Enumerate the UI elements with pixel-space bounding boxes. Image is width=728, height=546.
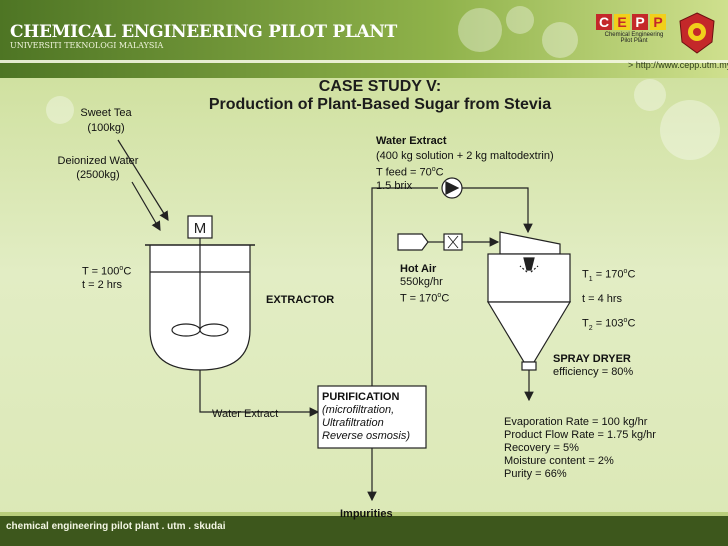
water-extract-line1: (400 kg solution + 2 kg maltodextrin) <box>376 150 554 162</box>
hot-air-temp-value: T = 170 <box>400 292 438 305</box>
water-extract-bottom-label: Water Extract <box>212 408 279 420</box>
footer-text: chemical engineering pilot plant . utm .… <box>6 521 226 532</box>
logo-letter-p1: P <box>632 14 648 30</box>
water-stream <box>131 181 161 232</box>
air-distributor <box>499 231 561 255</box>
hot-air-temp-unit: C <box>441 292 450 305</box>
water-extract-title: Water Extract <box>376 135 447 147</box>
result-purity: Purity = 66% <box>504 468 567 480</box>
water-name: Deionized Water <box>57 155 139 167</box>
degree-symbol: o <box>623 268 628 275</box>
motor-letter: M <box>194 220 207 237</box>
hot-air-flow: 550kg/hr <box>400 276 443 288</box>
t1-subscript: 1 <box>588 275 593 283</box>
water-extract-line2: T feed = 70oC <box>376 163 554 180</box>
water-label: Deionized Water (2500kg) <box>50 155 146 182</box>
water-qty: (2500kg) <box>76 169 120 181</box>
result-product-flow-rate: Product Flow Rate = 1.75 kg/hr <box>504 429 656 441</box>
result-recovery: Recovery = 5% <box>504 442 579 454</box>
header-url[interactable]: > http://www.cepp.utm.my <box>628 60 728 70</box>
sweet-tea-qty: (100kg) <box>87 122 125 134</box>
t2-unit: C <box>627 317 636 330</box>
extractor-temp-value: T = 100 <box>82 265 120 278</box>
purified-extract-stream <box>371 187 438 386</box>
logo-letter-p2: P <box>650 14 666 30</box>
dryer-outlet-valve <box>521 361 537 371</box>
hot-air-title: Hot Air <box>400 263 437 275</box>
org-title: CHEMICAL ENGINEERING PILOT PLANT <box>10 22 397 42</box>
purification-text: PURIFICATION (microfiltration, Ultrafilt… <box>322 391 410 443</box>
logo-letter-e: E <box>614 14 630 30</box>
degree-symbol: o <box>431 166 436 173</box>
t1-symbol: T <box>582 268 589 281</box>
extractor-temp-unit: C <box>123 265 132 278</box>
utm-crest-icon <box>679 12 715 54</box>
org-subtitle: UNIVERSITI TEKNOLOGI MALAYSIA <box>10 41 164 50</box>
extractor-time: t = 2 hrs <box>82 278 123 291</box>
extractor-conditions: T = 100oC t = 2 hrs <box>82 262 131 292</box>
degree-symbol: o <box>623 317 628 324</box>
t1-unit: C <box>627 268 636 281</box>
t1-value: = 170 <box>592 268 624 281</box>
spray-dryer-label: SPRAY DRYER <box>553 353 631 365</box>
water-extract-line3: 1.5 brix <box>376 179 413 192</box>
hot-air-source-icon <box>397 233 429 251</box>
hot-air-info: Hot Air 550kg/hr T = 170oC <box>400 263 449 306</box>
spray-dryer-efficiency: efficiency = 80% <box>553 366 634 378</box>
dryer-time: t = 4 hrs <box>582 293 623 305</box>
degree-symbol: o <box>119 265 124 272</box>
sweet-tea-stream <box>117 139 169 222</box>
results-list: Evaporation Rate = 100 kg/hr Product Flo… <box>504 416 656 481</box>
impeller-left <box>171 323 201 337</box>
purification-box <box>317 385 427 449</box>
purification-title: PURIFICATION <box>322 391 400 403</box>
logo-letter-c: C <box>596 14 612 30</box>
water-extract-info: Water Extract (400 kg solution + 2 kg ma… <box>376 135 554 193</box>
atomizer-nozzle-icon <box>523 257 535 271</box>
extractor-temp: T = 100oC <box>82 262 131 279</box>
feed-temp-value: T feed = 70 <box>376 166 432 179</box>
feed-temp-unit: C <box>435 166 444 179</box>
dryer-t2: T2 = 103oC <box>582 314 635 335</box>
logo-sub2: Pilot Plant <box>620 38 648 44</box>
sweet-tea-label: Sweet Tea (100kg) <box>73 107 139 135</box>
dryer-t1: T1 = 170oC <box>582 265 635 286</box>
t2-value: = 103 <box>592 317 624 330</box>
degree-symbol: o <box>437 292 442 299</box>
cepp-logo: C E P P Chemical Engineering Pilot Plant <box>596 14 672 52</box>
t2-subscript: 2 <box>588 324 593 332</box>
hot-air-temp: T = 170oC <box>400 289 449 306</box>
purification-line2: Ultrafiltration <box>322 417 384 429</box>
sweet-tea-name: Sweet Tea <box>80 107 132 119</box>
impurities-label: Impurities <box>340 508 393 520</box>
pump-to-atomizer <box>462 187 533 234</box>
spray-dryer-info: SPRAY DRYER efficiency = 80% <box>553 353 633 379</box>
logo-sub1: Chemical Engineering <box>604 32 664 38</box>
title-line2: Production of Plant-Based Sugar from Ste… <box>208 96 552 113</box>
extractor-label: EXTRACTOR <box>266 294 335 306</box>
t2-symbol: T <box>582 317 589 330</box>
impeller-right <box>199 323 229 337</box>
result-evaporation-rate: Evaporation Rate = 100 kg/hr <box>504 416 648 428</box>
water-extract-outlet <box>199 370 320 417</box>
purification-line1: (microfiltration, <box>322 404 395 416</box>
case-study-title: CASE STUDY V: Production of Plant-Based … <box>0 78 728 114</box>
title-line1: CASE STUDY V: <box>318 78 442 95</box>
purification-line3: Reverse osmosis) <box>322 430 411 442</box>
motor-icon <box>187 215 213 239</box>
result-moisture-content: Moisture content = 2% <box>504 455 614 467</box>
